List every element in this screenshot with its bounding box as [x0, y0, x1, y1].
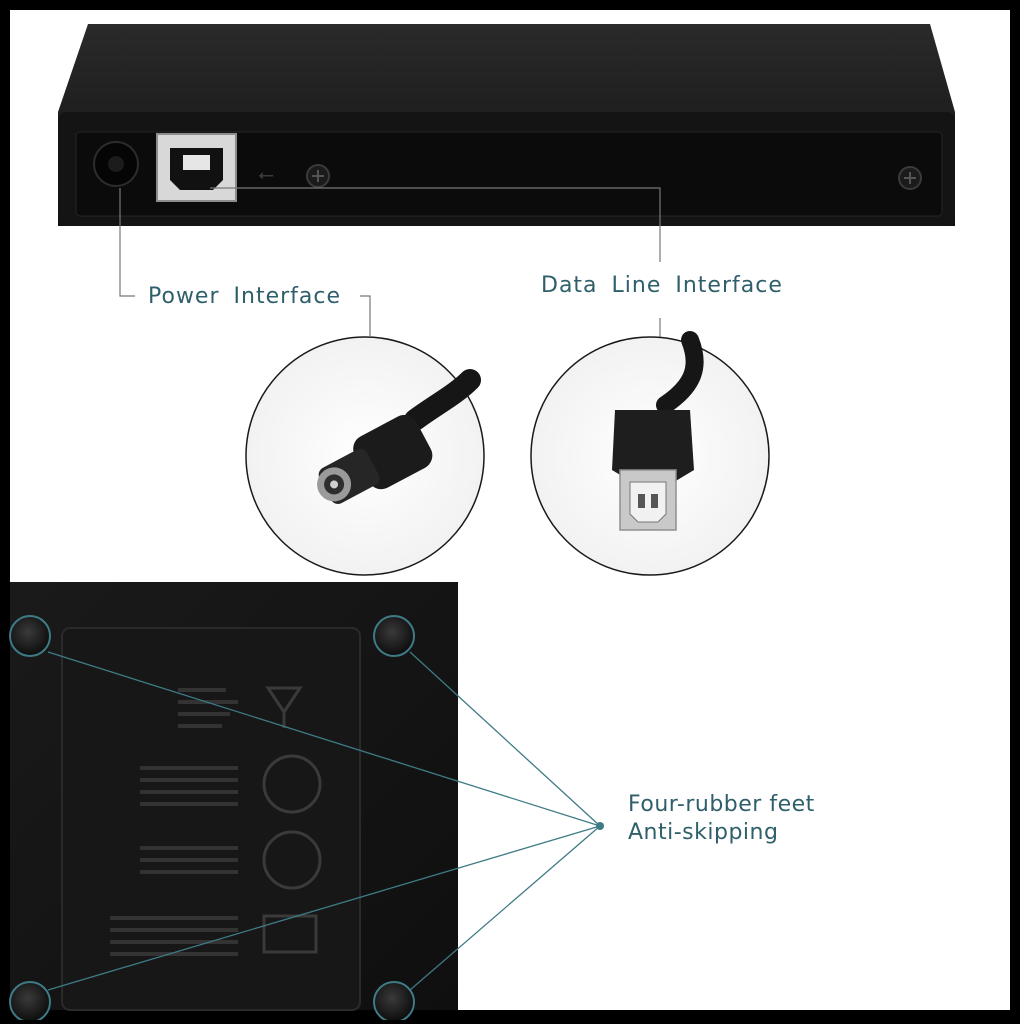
rubber-feet-label-line2: Anti-skipping: [628, 820, 779, 845]
usb-b-plug-closeup: [530, 331, 770, 576]
rubber-foot: [9, 615, 51, 657]
data-line-interface-label: Data Line Interface: [541, 273, 783, 298]
power-cable: [404, 369, 481, 431]
power-plug-closeup: [245, 336, 485, 576]
power-callout-line-lower: [360, 295, 371, 336]
power-interface-label: Power Interface: [148, 284, 342, 309]
rubber-feet-label: Four-rubber feet Anti-skipping: [628, 791, 815, 847]
port-recess: [75, 131, 943, 217]
recycle-icon: [265, 686, 303, 728]
rubber-foot: [373, 981, 415, 1023]
drive-bottom-view: [9, 582, 458, 1023]
callout-dot: [596, 822, 604, 830]
manual-icon: [262, 914, 318, 954]
no-water-icon: [262, 830, 322, 890]
dc-jack-pin: [108, 156, 124, 172]
usb-symbol-icon: ⭠: [258, 162, 274, 186]
drive-rear-view: ⭠: [58, 24, 955, 226]
usb-plug-boot: [612, 410, 694, 482]
rubber-foot: [9, 981, 51, 1023]
power-callout-line: [119, 188, 135, 297]
usb-cable: [656, 331, 704, 414]
rubber-feet-label-line1: Four-rubber feet: [628, 792, 815, 817]
data-callout-line: [210, 187, 661, 262]
top-callout-lines: [119, 187, 661, 340]
no-disassemble-icon: [262, 754, 322, 814]
rubber-foot: [373, 615, 415, 657]
usb-b-tongue: [183, 155, 210, 170]
feet-callout-lines: [47, 651, 601, 991]
